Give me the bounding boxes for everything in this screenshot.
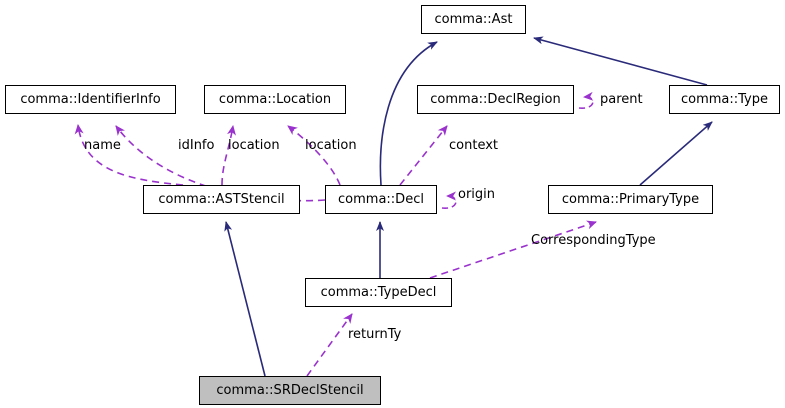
edge-typedecl-correspondingtype: [429, 220, 597, 279]
class-node-location[interactable]: comma::Location: [204, 85, 346, 114]
inheritance-edges: [224, 36, 713, 377]
edge-label-location-1: location: [228, 139, 280, 152]
edge-decl-context: [399, 125, 448, 186]
edge-label-location-2: location: [305, 139, 357, 152]
class-node-label: comma::Decl: [338, 192, 424, 207]
class-node-label: comma::DeclRegion: [430, 92, 561, 107]
edge-label-text: location: [305, 138, 357, 153]
edge-label-context: context: [449, 139, 498, 152]
edge-decl-location: [287, 125, 341, 186]
edge-label-text: parent: [600, 92, 643, 107]
edge-label-returnty: returnTy: [348, 328, 401, 341]
edge-label-idinfo: idInfo: [178, 139, 214, 152]
edge-type-to-ast: [533, 36, 708, 86]
class-node-label: comma::PrimaryType: [561, 192, 700, 207]
edge-label-text: context: [449, 138, 498, 153]
class-node-primarytype[interactable]: comma::PrimaryType: [548, 185, 713, 214]
edge-label-origin: origin: [458, 188, 495, 201]
class-node-ast[interactable]: comma::Ast: [421, 5, 526, 34]
edge-aststencil-location: [221, 125, 236, 186]
class-node-typedecl[interactable]: comma::TypeDecl: [305, 278, 452, 307]
edge-label-text: idInfo: [178, 138, 215, 153]
edge-decl-to-ast: [379, 41, 438, 186]
edge-label-text: returnTy: [348, 327, 402, 342]
class-node-label: comma::Ast: [434, 12, 513, 27]
edge-srdeclstencil-to-aststencil: [224, 221, 266, 377]
edge-label-text: name: [84, 138, 121, 153]
edge-label-text: CorrespondingType: [531, 233, 656, 248]
edge-srdeclstencil-returnty: [306, 313, 353, 377]
class-node-identifierinfo[interactable]: comma::IdentifierInfo: [5, 85, 176, 114]
edge-label-parent: parent: [600, 93, 643, 106]
edge-aststencil-name: [74, 124, 184, 186]
edge-label-correspondingtype: CorrespondingType: [531, 234, 656, 247]
class-node-aststencil[interactable]: comma::ASTStencil: [143, 185, 300, 214]
edge-label-text: origin: [458, 187, 496, 202]
class-node-label: comma::IdentifierInfo: [20, 92, 161, 107]
class-node-label: comma::SRDeclStencil: [216, 383, 364, 398]
class-node-decl[interactable]: comma::Decl: [325, 185, 437, 214]
class-node-declregion[interactable]: comma::DeclRegion: [417, 85, 574, 114]
edge-decl-origin: [441, 191, 457, 209]
class-node-label: comma::Location: [218, 92, 332, 107]
edge-label-text: location: [228, 138, 280, 153]
class-node-label: comma::ASTStencil: [158, 192, 285, 207]
class-node-srdeclstencil[interactable]: comma::SRDeclStencil: [199, 376, 381, 405]
class-node-type[interactable]: comma::Type: [669, 85, 780, 114]
edge-label-name: name: [84, 139, 121, 152]
edge-declregion-parent: [578, 91, 594, 109]
edge-primarytype-to-type: [639, 121, 713, 186]
class-node-label: comma::TypeDecl: [320, 285, 437, 300]
class-node-label: comma::Type: [680, 92, 768, 107]
